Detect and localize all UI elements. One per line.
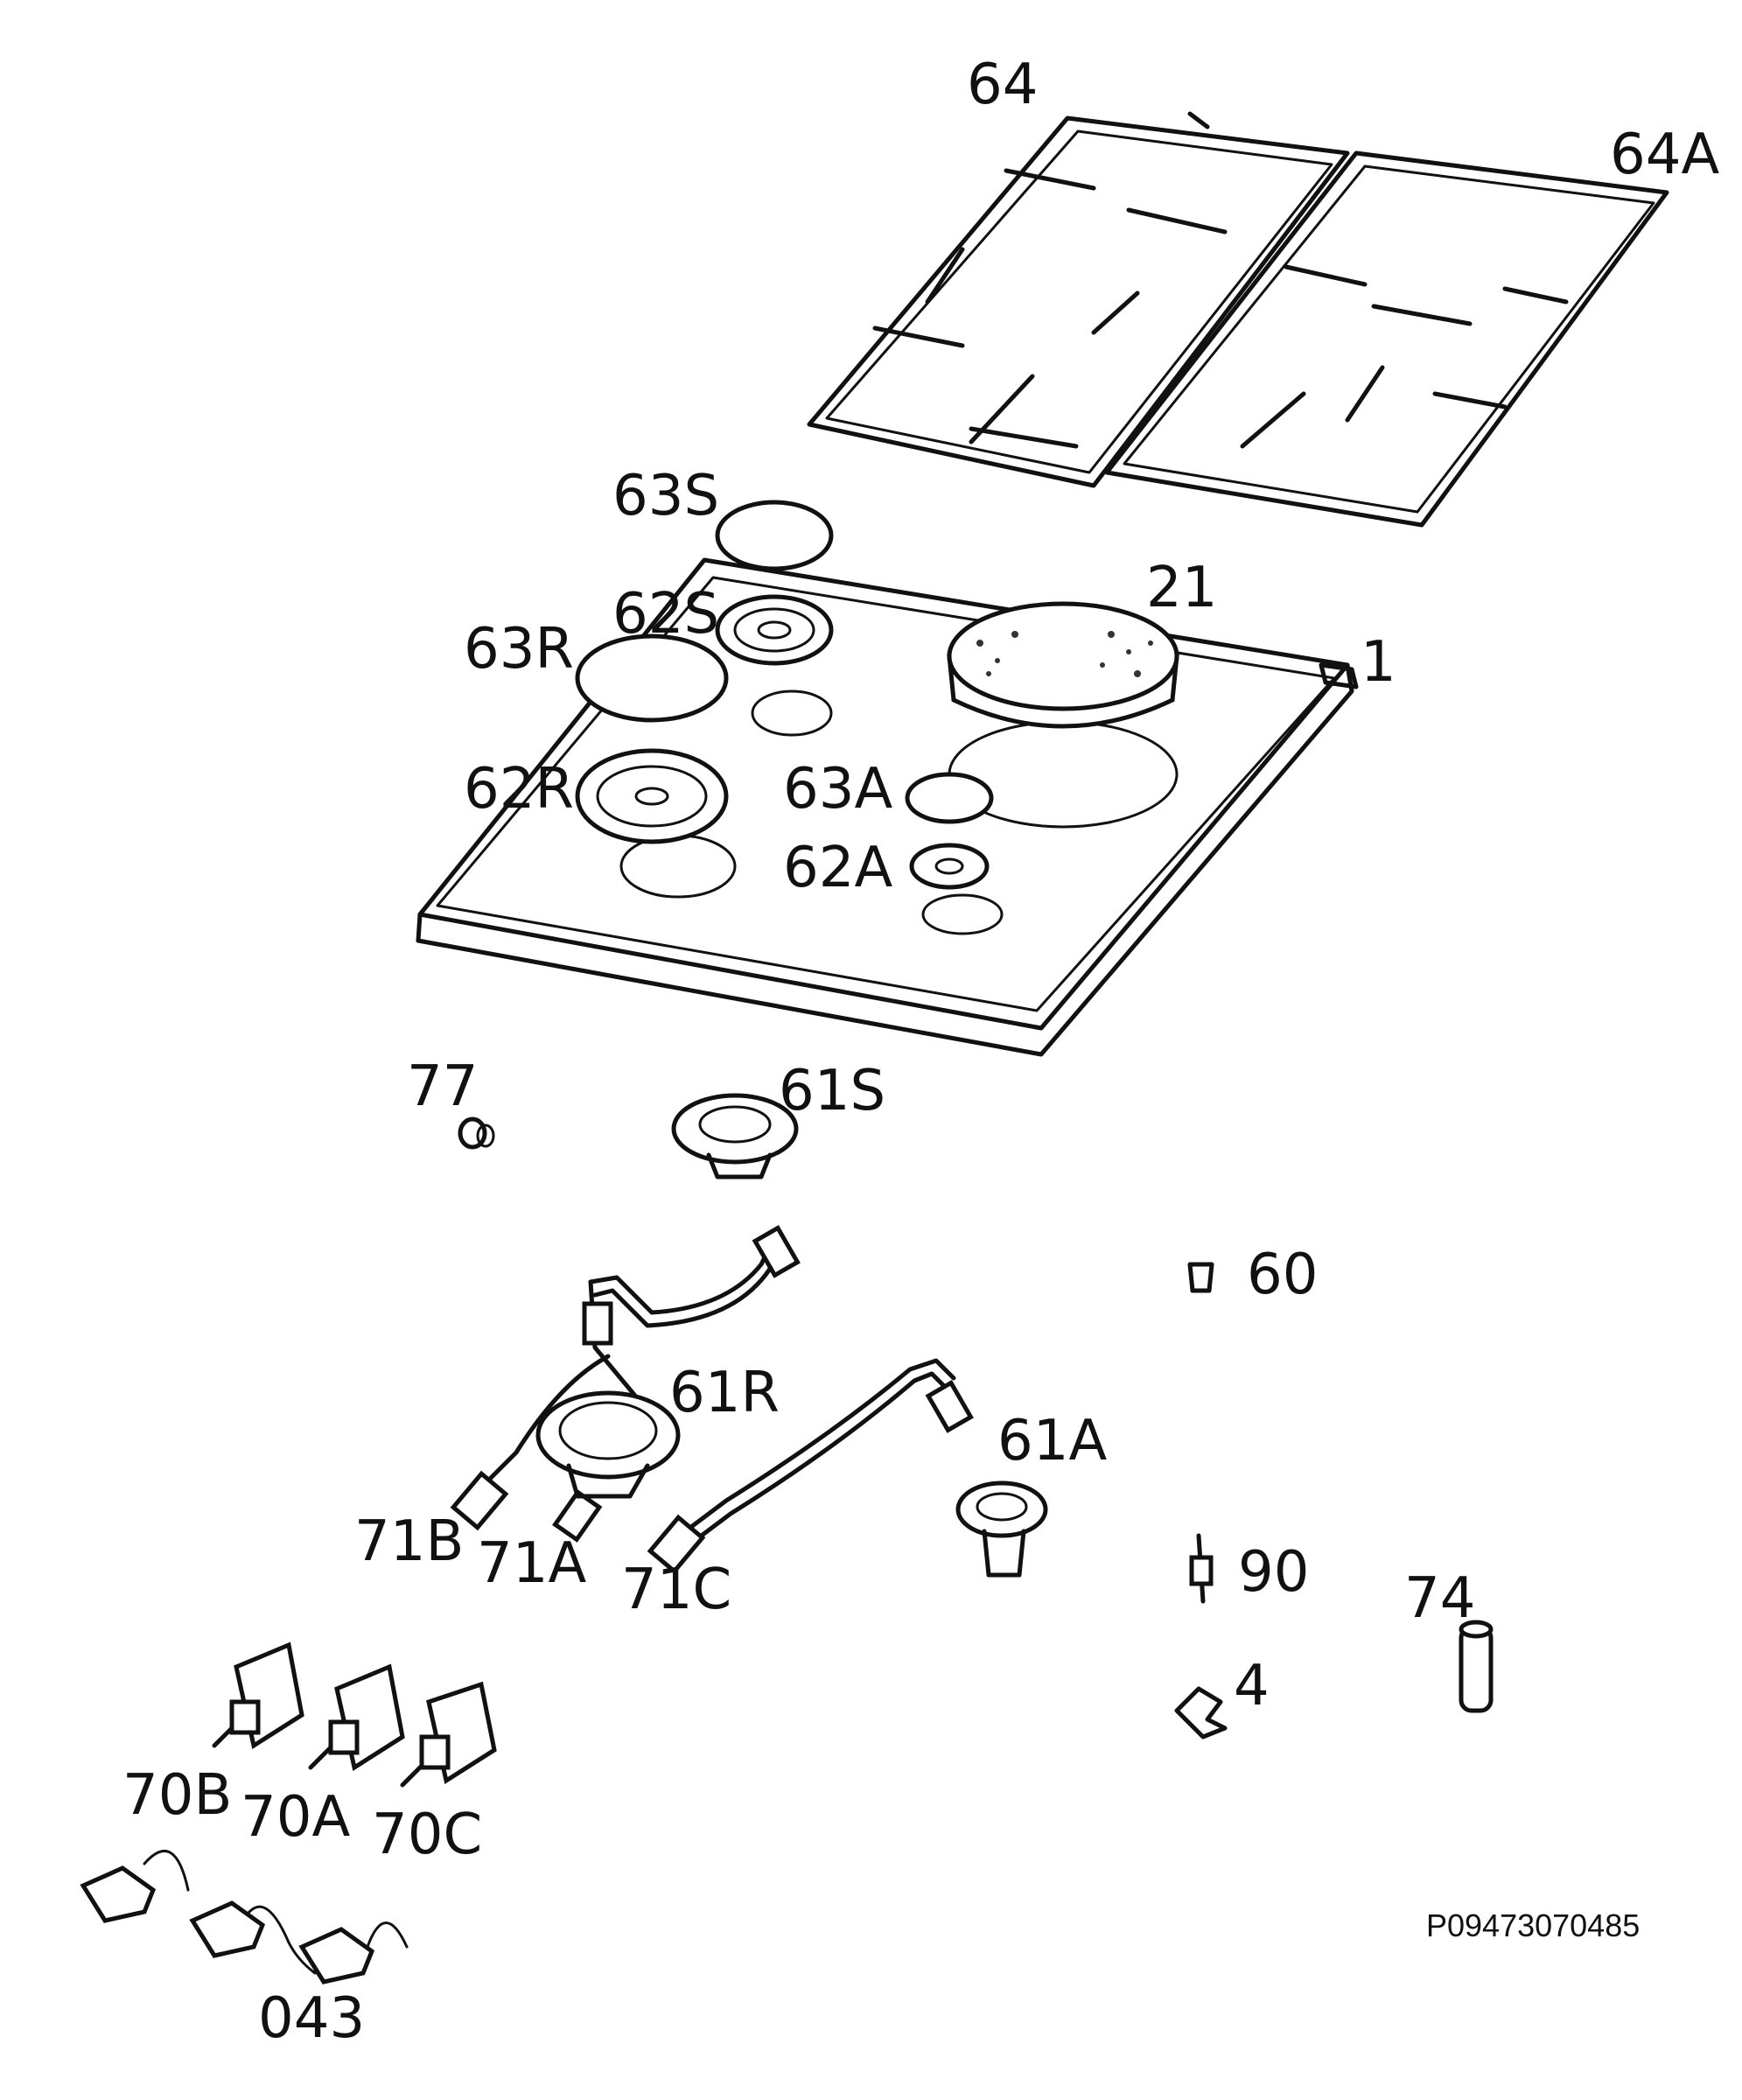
gas-tap-70A — [308, 1663, 405, 1772]
label-part-62A: 62A — [783, 836, 893, 900]
label-part-1: 1 — [1361, 630, 1396, 695]
label-part-64A: 64A — [1610, 122, 1720, 187]
label-part-63S: 63S — [612, 464, 720, 528]
label-part-043: 043 — [258, 1986, 366, 2051]
gas-tap-70C — [400, 1681, 497, 1788]
burner-cap-63R — [575, 634, 729, 723]
gas-tap-70B — [212, 1642, 304, 1750]
burner-base-61A — [955, 1480, 1048, 1578]
burner-base-61S — [671, 1093, 799, 1180]
drawing-code: P09473070485 — [1426, 1908, 1641, 1943]
label-part-71B: 71B — [354, 1509, 465, 1574]
label-part-21: 21 — [1146, 556, 1218, 620]
label-part-60: 60 — [1247, 1242, 1319, 1307]
part-77 — [458, 1116, 495, 1150]
part-90 — [1189, 1533, 1214, 1604]
pan-support-left — [807, 111, 1350, 488]
burner-cap-21 — [947, 601, 1179, 729]
pan-support-right — [1104, 150, 1669, 528]
burner-crown-62S — [715, 594, 834, 666]
burner-base-61R — [535, 1390, 681, 1499]
ignition-harness-043 — [80, 1849, 409, 1984]
part-4 — [1174, 1686, 1228, 1740]
burner-cap-63A — [905, 772, 994, 824]
burner-crown-62R — [575, 748, 729, 844]
label-part-70C: 70C — [372, 1802, 483, 1867]
label-part-74: 74 — [1404, 1566, 1476, 1631]
label-part-71C: 71C — [621, 1558, 732, 1622]
label-part-70A: 70A — [241, 1785, 351, 1850]
label-part-62R: 62R — [464, 757, 574, 822]
label-part-61S: 61S — [779, 1059, 886, 1124]
label-part-63R: 63R — [464, 617, 574, 682]
label-part-70B: 70B — [122, 1763, 233, 1828]
part-74 — [1459, 1620, 1494, 1713]
burner-cap-63S — [715, 500, 834, 571]
label-part-62S: 62S — [612, 582, 720, 647]
part-60 — [1187, 1262, 1214, 1293]
label-part-61A: 61A — [997, 1409, 1108, 1474]
label-part-61R: 61R — [669, 1361, 780, 1425]
label-part-77: 77 — [407, 1054, 479, 1119]
label-part-90: 90 — [1238, 1540, 1310, 1605]
label-part-71A: 71A — [477, 1531, 587, 1596]
burner-crown-62A — [909, 843, 990, 890]
label-part-4: 4 — [1234, 1654, 1270, 1718]
label-part-64: 64 — [967, 52, 1039, 117]
label-part-63A: 63A — [783, 757, 893, 822]
